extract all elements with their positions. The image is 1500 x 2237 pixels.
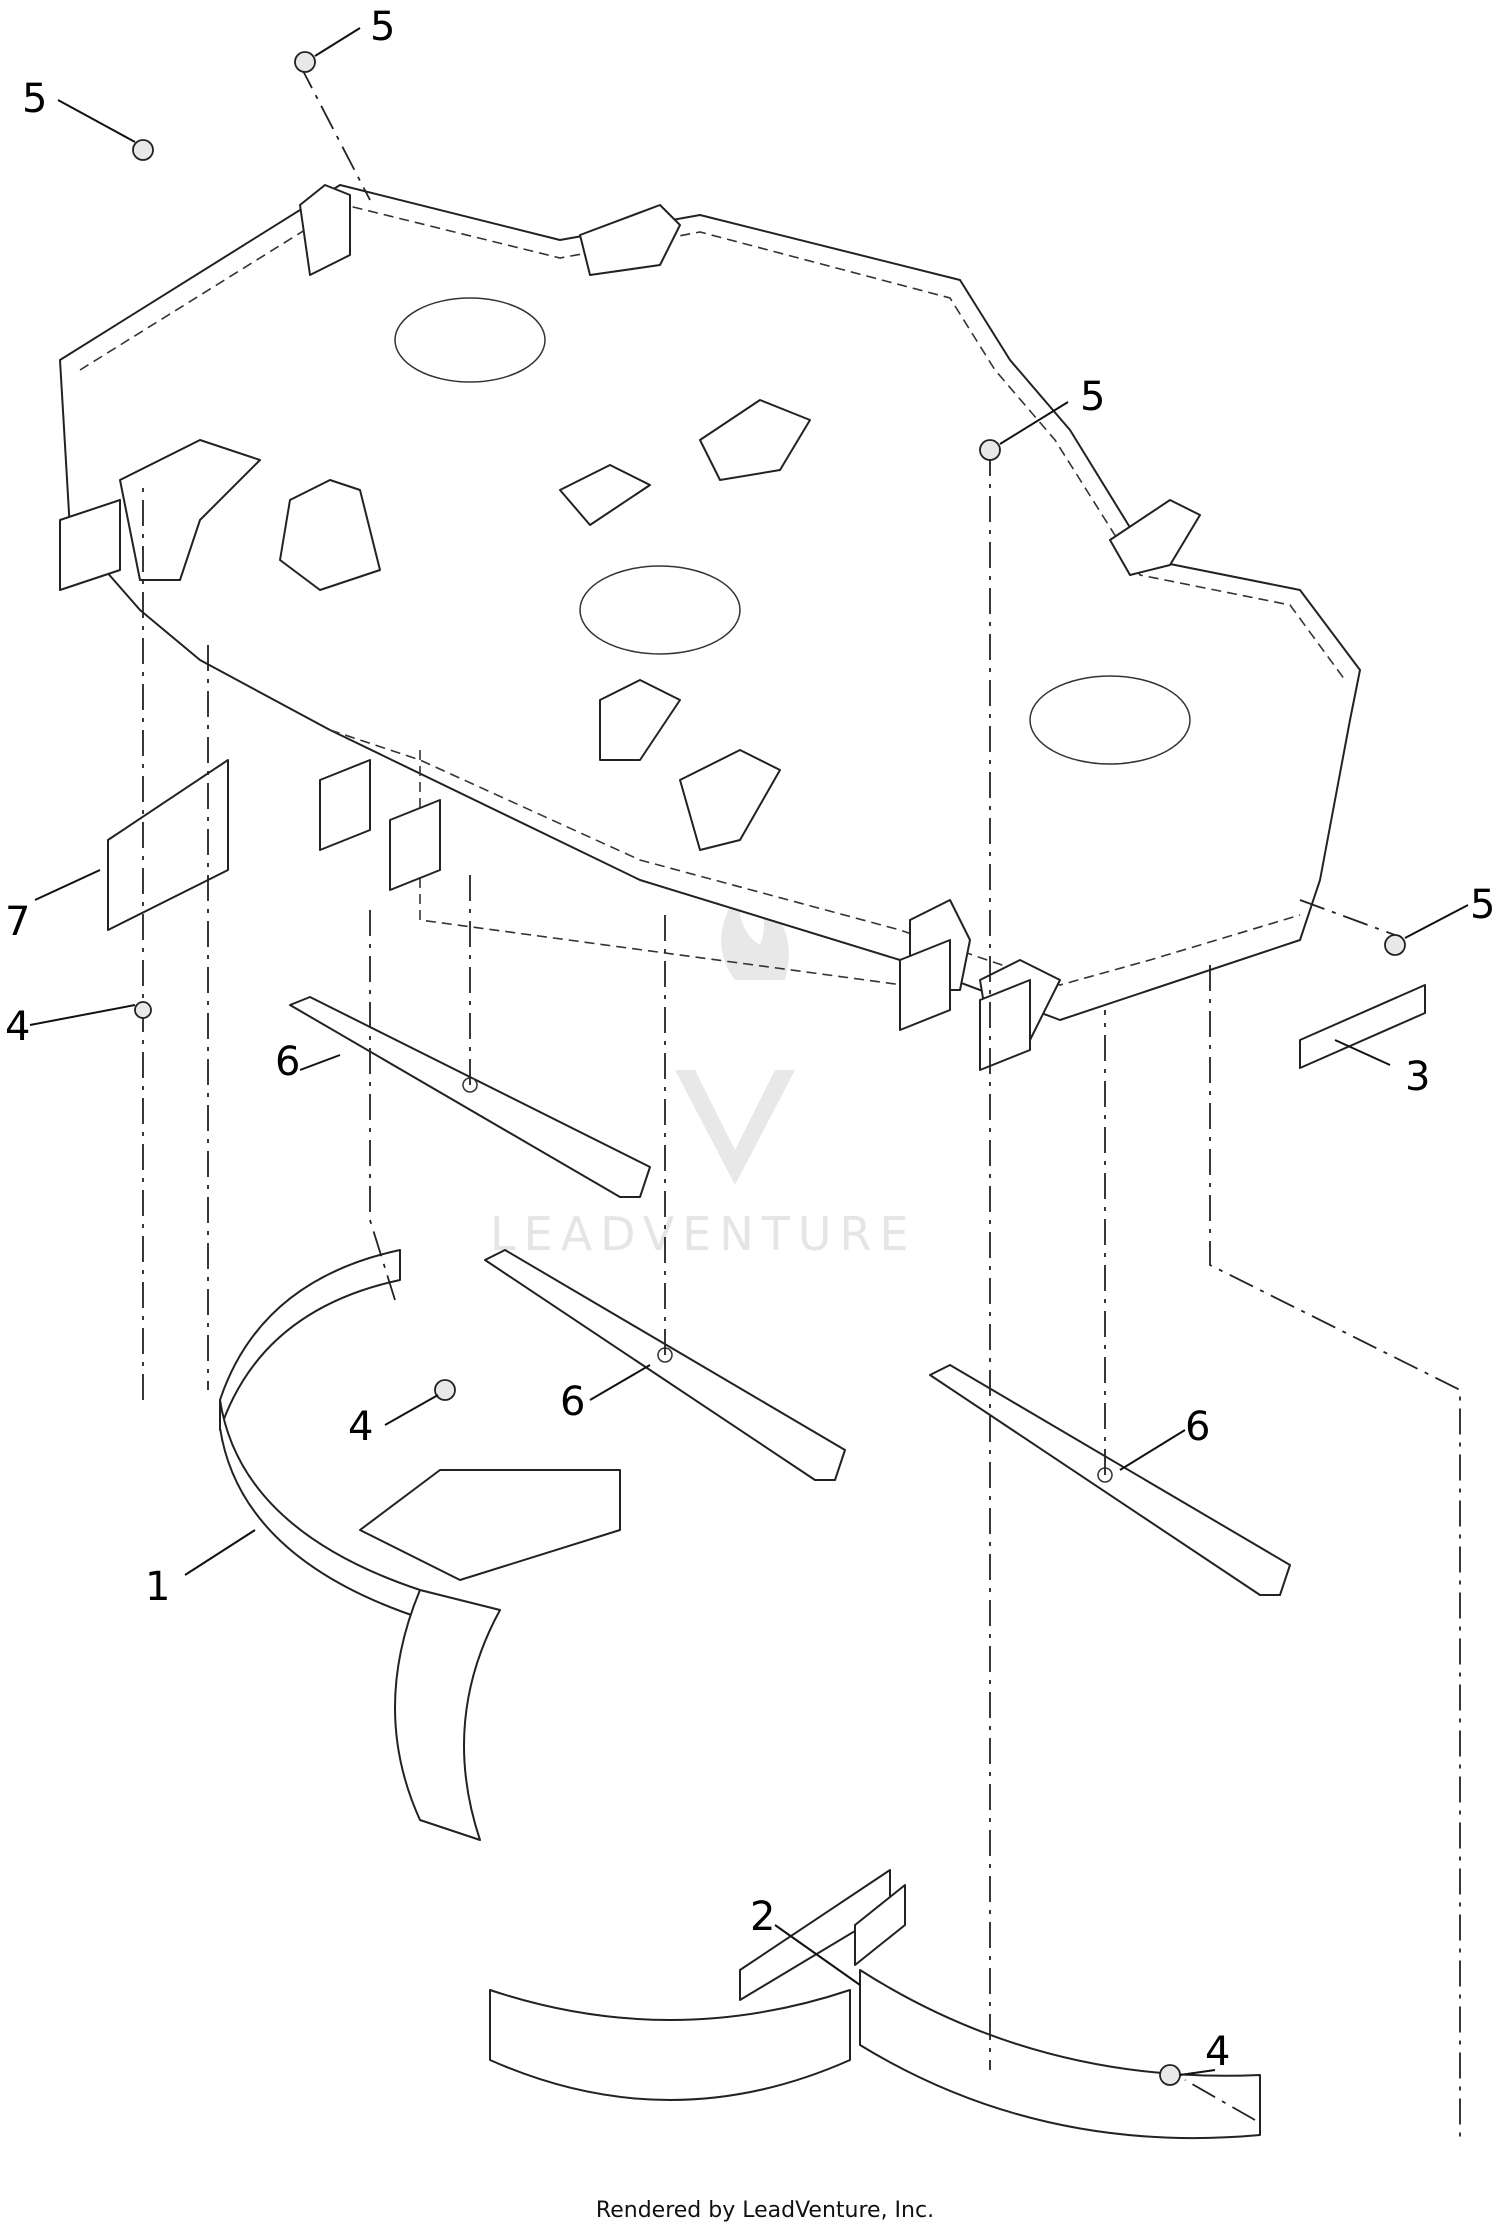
deck-bracket-9 xyxy=(679,749,781,851)
nut-top-center xyxy=(294,51,316,73)
callout-6: 6 xyxy=(1185,1404,1210,1450)
deck-bracket-2 xyxy=(579,204,681,276)
baffle-part-2 xyxy=(489,1869,1261,2140)
bolt-left xyxy=(134,1001,152,1019)
deck-bracket-3 xyxy=(119,439,261,581)
deck-plate-front-2 xyxy=(389,799,441,891)
deck-plate-front-3 xyxy=(899,939,951,1031)
callout-2: 2 xyxy=(750,1894,775,1940)
callout-5: 5 xyxy=(370,4,395,50)
baffle-part-1 xyxy=(219,1249,621,1841)
deck-plate-front-1 xyxy=(319,759,371,851)
callout-1: 1 xyxy=(145,1564,170,1610)
callout-3: 3 xyxy=(1405,1054,1430,1100)
spindle-opening-right xyxy=(1029,675,1191,765)
deck-bracket-7 xyxy=(1109,499,1201,576)
blade-left xyxy=(289,996,651,1198)
nut-right xyxy=(1384,934,1406,956)
deck-bracket-1 xyxy=(299,184,351,276)
watermark: LEADVENTURE xyxy=(490,890,917,1261)
deck-bracket-5 xyxy=(699,399,811,481)
bolt-baffle-2 xyxy=(1159,2064,1181,2086)
label-part-3 xyxy=(1299,984,1426,1069)
deck-bracket-6 xyxy=(559,464,651,526)
callout-5: 5 xyxy=(1470,882,1495,928)
callout-7: 7 xyxy=(5,899,30,945)
callout-labels: 5 5 5 5 7 4 6 3 4 6 6 1 2 4 xyxy=(5,4,1495,2075)
nut-center xyxy=(979,439,1001,461)
callout-4: 4 xyxy=(5,1004,30,1050)
callout-5: 5 xyxy=(22,76,47,122)
leader-lines xyxy=(29,27,1469,2076)
callout-4: 4 xyxy=(1205,2029,1230,2075)
blade-center xyxy=(484,1249,846,1481)
baffle-part-7 xyxy=(107,759,229,931)
callout-6: 6 xyxy=(275,1039,300,1085)
callout-6: 6 xyxy=(560,1379,585,1425)
nut-top-left xyxy=(132,139,154,161)
bolt-baffle-1 xyxy=(434,1379,456,1401)
watermark-text: LEADVENTURE xyxy=(490,1207,917,1261)
deck-plate-left xyxy=(59,499,121,591)
deck-bracket-8 xyxy=(599,679,681,761)
spindle-opening-center xyxy=(579,565,741,655)
assembly-guide-lines xyxy=(142,64,1461,2140)
deck-bracket-4 xyxy=(279,479,381,591)
callout-5: 5 xyxy=(1080,374,1105,420)
spindle-opening-left xyxy=(394,297,546,383)
hardware xyxy=(132,51,1406,2086)
deck-plate-front-4 xyxy=(979,979,1031,1071)
footer-text: Rendered by LeadVenture, Inc. xyxy=(595,2198,935,2223)
mower-deck xyxy=(59,184,1361,1071)
footer-credit: Rendered by LeadVenture, Inc. xyxy=(0,2198,1500,2223)
callout-4: 4 xyxy=(348,1404,373,1450)
